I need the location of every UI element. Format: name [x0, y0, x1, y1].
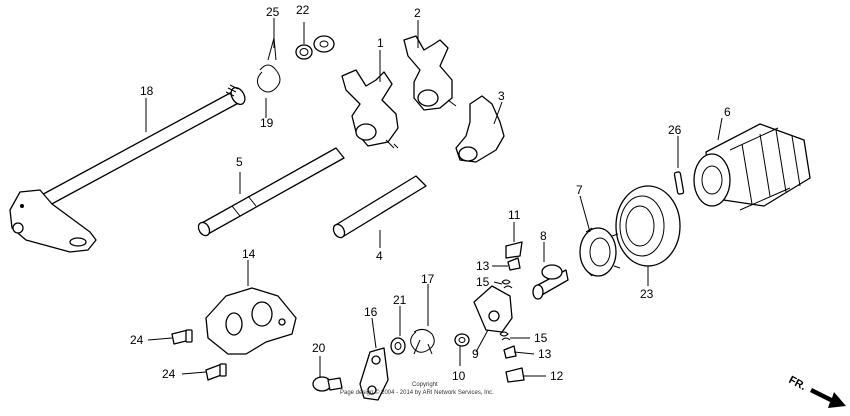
- part-24-bolt-upper: [171, 329, 193, 345]
- part-11-collar: [505, 241, 523, 259]
- callout-13-top: 13: [476, 259, 490, 273]
- part-17-spring: [410, 328, 435, 355]
- part-21-washer: [390, 337, 406, 355]
- callout-15-top: 15: [476, 275, 490, 289]
- callout-21: 21: [393, 293, 407, 307]
- part-13-spacer-bottom: [503, 345, 517, 359]
- callout-14: 14: [242, 247, 256, 261]
- part-7-drum-center: [579, 227, 621, 277]
- part-18-shift-spindle: [9, 84, 246, 253]
- part-4-fork-shaft: [332, 175, 427, 239]
- copyright-line-2: Page design © 2004 - 2014 by ARI Network…: [340, 389, 494, 396]
- callout-9: 9: [472, 347, 479, 361]
- part-25-circlip: [295, 44, 313, 60]
- part-10-nut: [454, 333, 470, 347]
- callout-22: 22: [296, 3, 310, 17]
- part-1-shift-fork: [341, 69, 399, 149]
- callout-6: 6: [724, 105, 731, 119]
- part-24-bolt-lower: [205, 363, 227, 381]
- callout-10: 10: [452, 369, 466, 383]
- part-26-dowel-pin: [673, 171, 685, 195]
- callout-15-bottom: 15: [534, 331, 548, 345]
- callout-19: 19: [260, 116, 274, 130]
- callout-7: 7: [576, 183, 583, 197]
- part-8-bolt: [532, 264, 569, 300]
- part-12-collar: [505, 367, 525, 383]
- front-arrow-icon: [810, 388, 846, 408]
- part-13-spacer-top: [507, 257, 521, 271]
- part-3-shift-fork: [455, 95, 505, 163]
- callout-4: 4: [376, 249, 383, 263]
- part-2-shift-fork: [403, 35, 457, 111]
- part-23-bearing: [615, 185, 681, 267]
- callout-20: 20: [312, 341, 326, 355]
- callout-11: 11: [508, 208, 521, 222]
- callout-8: 8: [540, 229, 547, 243]
- front-direction-indicator: FR.: [787, 374, 846, 408]
- front-direction-label: FR.: [787, 374, 808, 393]
- callout-1: 1: [377, 36, 384, 50]
- copyright-line-1: Copyright: [412, 382, 438, 388]
- part-16-shift-arm: [359, 347, 389, 401]
- callout-2: 2: [414, 6, 421, 20]
- callout-16: 16: [364, 305, 378, 319]
- part-19-spring: [256, 37, 281, 93]
- callout-24-upper: 24: [130, 333, 144, 347]
- callout-5: 5: [236, 155, 243, 169]
- part-9-stopper-plate: [473, 285, 513, 333]
- callout-18: 18: [140, 84, 154, 98]
- part-20-bolt: [312, 376, 343, 392]
- callout-23: 23: [640, 287, 654, 301]
- callout-26: 26: [668, 123, 682, 137]
- callout-3: 3: [498, 89, 505, 103]
- callout-24-lower: 24: [162, 367, 176, 381]
- callout-13-bottom: 13: [538, 347, 552, 361]
- part-6-shift-drum: [693, 123, 811, 211]
- leader-lines: [145, 18, 723, 378]
- part-15-spring-top: [501, 279, 513, 289]
- callout-12: 12: [550, 369, 564, 383]
- callout-17: 17: [421, 272, 435, 286]
- part-5-fork-shaft: [197, 147, 345, 237]
- part-15-spring-bottom: [499, 331, 511, 341]
- part-14-plate: [205, 287, 297, 355]
- part-22-washer: [313, 35, 335, 53]
- callout-25: 25: [266, 5, 280, 19]
